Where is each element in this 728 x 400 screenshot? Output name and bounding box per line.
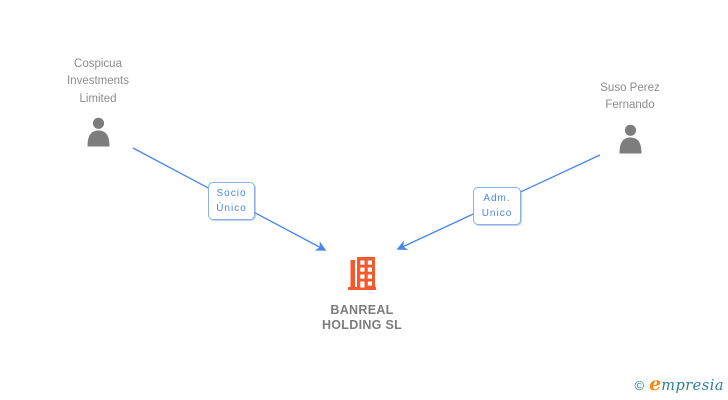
node-company[interactable]: BANREAL HOLDING SL (302, 256, 422, 333)
node-shareholder[interactable]: Cospicua Investments Limited (38, 56, 158, 152)
administrator-name: Suso Perez Fernando (600, 82, 660, 112)
person-icon (85, 117, 112, 152)
brand-rest: mpresia (661, 378, 724, 394)
person-icon (617, 124, 644, 159)
node-administrator[interactable]: Suso Perez Fernando (570, 80, 690, 159)
building-icon (346, 256, 378, 295)
shareholder-name: Cospicua Investments Limited (67, 58, 129, 105)
edge-label-adm-unico: Adm. Unico (473, 187, 521, 225)
edge-label-socio-unico: Socio Único (208, 182, 255, 220)
empresia-logo[interactable]: © empresia (635, 373, 724, 395)
company-name: BANREAL HOLDING SL (321, 303, 403, 332)
copyright-icon: © (634, 378, 645, 393)
brand-initial: e (649, 373, 662, 395)
brand-wordmark: empresia (649, 373, 724, 395)
